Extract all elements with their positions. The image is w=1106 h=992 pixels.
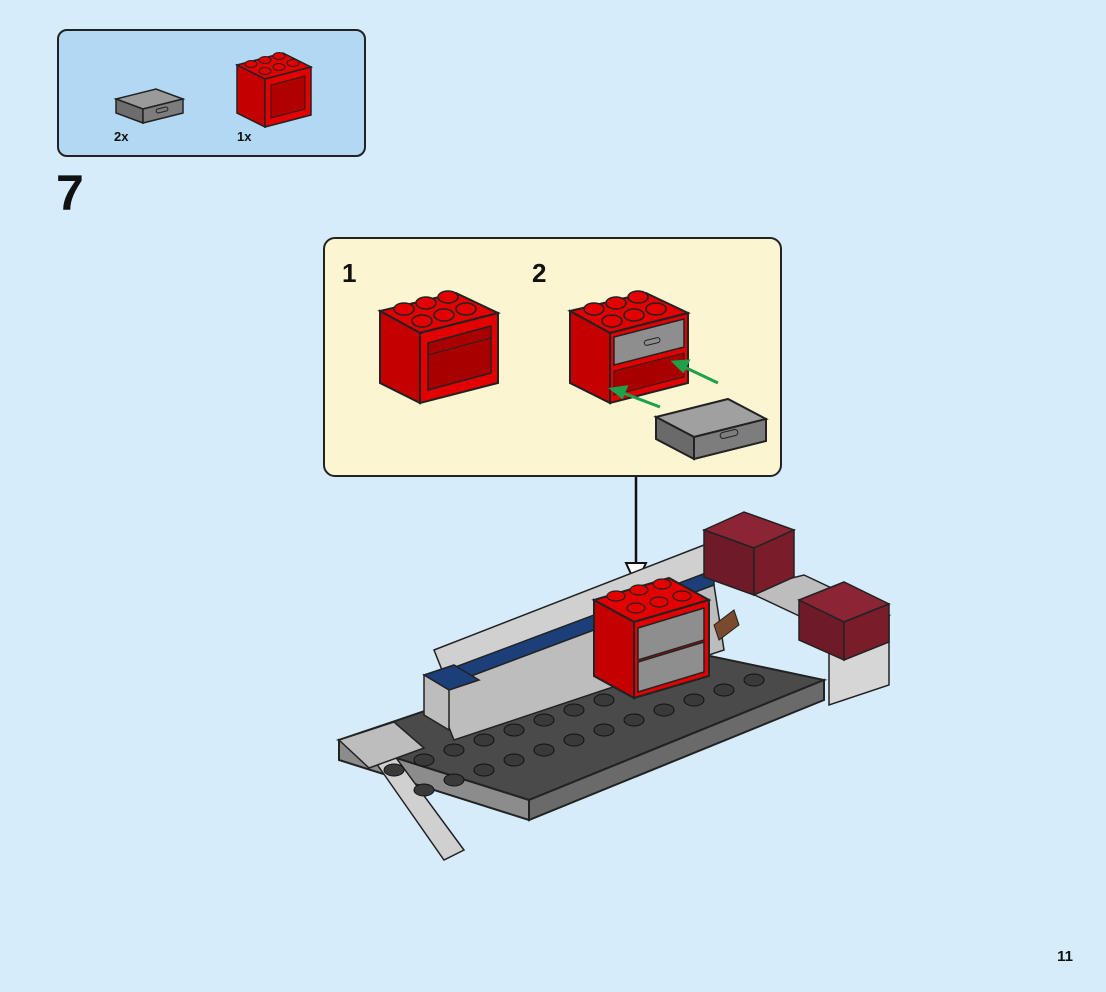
substep-2-assembly-illustration (567, 290, 769, 461)
drawer-quantity: 2x (114, 129, 129, 144)
cupboard-quantity: 1x (237, 129, 252, 144)
substep-callout: 1 2 (323, 237, 782, 477)
cupboard-part-icon (234, 52, 314, 129)
substep-1-number: 1 (342, 258, 357, 288)
page-number: 11 (1057, 948, 1073, 965)
substep-2-number: 2 (532, 258, 547, 288)
drawer-part-icon (113, 88, 186, 125)
step-number: 7 (56, 165, 84, 221)
parts-list-box: 2x 1x (57, 29, 366, 157)
substep-1-cupboard-illustration (377, 290, 501, 405)
model-assembly-illustration (335, 511, 892, 861)
